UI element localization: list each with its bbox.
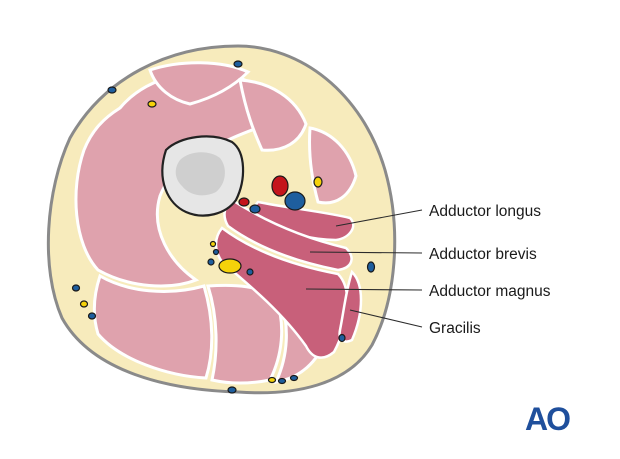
vastus-medialis-muscle [238, 78, 308, 152]
superficial-vein [107, 86, 117, 94]
superficial-vein [227, 386, 237, 394]
great-saphenous-vein [366, 261, 376, 273]
rectus-femoris-muscle [148, 61, 251, 106]
ao-logo: AO [525, 401, 570, 437]
femur-marrow [175, 152, 225, 196]
superficial-nerve [79, 300, 89, 308]
saphenous-nerve [313, 176, 323, 188]
leader-adductor-magnus [305, 288, 423, 291]
label-adductor-magnus: Adductor magnus [429, 283, 551, 300]
leader-adductor-longus [335, 209, 423, 227]
vessel-dot [212, 248, 220, 256]
neurovascular-structures [71, 60, 376, 394]
profunda-vein [249, 204, 261, 214]
leader-adductor-brevis [309, 251, 423, 254]
vessel-dot [207, 258, 215, 266]
superficial-vein [338, 333, 346, 343]
vessel-dot [246, 268, 254, 276]
leader-gracilis [349, 309, 423, 328]
superficial-vein [71, 284, 81, 292]
femur [161, 135, 245, 217]
superficial-vein [233, 60, 243, 68]
superficial-nerve [147, 100, 157, 108]
leader-lines [305, 209, 423, 328]
profunda-artery [238, 197, 250, 207]
biceps-femoris-muscle [92, 273, 214, 380]
superficial-vein [277, 377, 287, 385]
superficial-vein [289, 374, 299, 382]
femoral-vein [284, 191, 306, 211]
label-adductor-brevis: Adductor brevis [429, 246, 537, 263]
label-adductor-longus: Adductor longus [429, 203, 541, 220]
label-gracilis: Gracilis [429, 320, 481, 337]
femoral-artery [271, 175, 289, 197]
sciatic-nerve [218, 258, 242, 274]
vessel-dot [209, 240, 217, 248]
superficial-vein [87, 312, 97, 320]
labels: Adductor longus Adductor brevis Adductor… [429, 203, 551, 337]
superficial-nerve [267, 376, 277, 384]
